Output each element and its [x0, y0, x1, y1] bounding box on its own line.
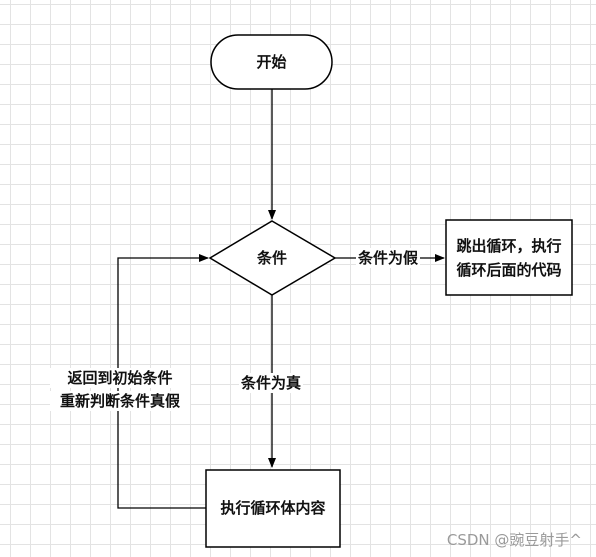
watermark: CSDN @豌豆射手^ — [446, 531, 582, 549]
body-box — [205, 469, 341, 548]
condition-label: 条件 — [256, 249, 287, 267]
loop-back-label-line2: 重新判断条件真假 — [50, 391, 190, 411]
true-edge-label: 条件为真 — [239, 373, 304, 393]
exit-label-line1: 跳出循环，执行 — [456, 237, 562, 255]
start-label: 开始 — [256, 53, 287, 71]
exit-label-line2: 循环后面的代码 — [456, 261, 562, 279]
loop-back-label-line1: 返回到初始条件 — [50, 368, 190, 388]
exit-box — [445, 219, 573, 296]
body-label: 执行循环体内容 — [220, 499, 326, 517]
false-edge-label: 条件为假 — [356, 248, 421, 268]
